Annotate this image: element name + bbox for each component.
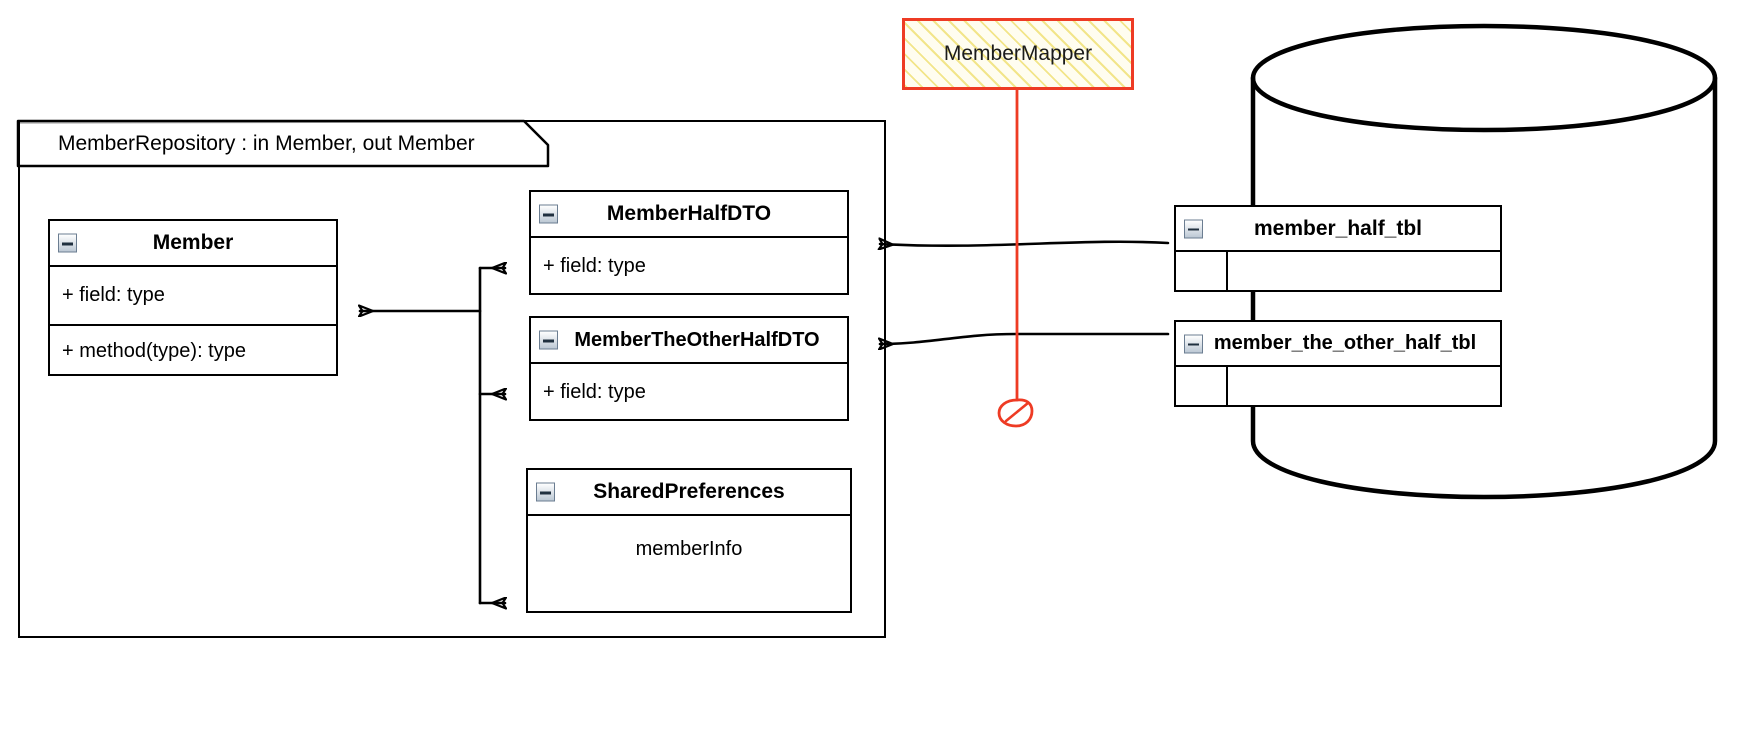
table-row xyxy=(1176,367,1500,406)
class-method-row: + method(type): type xyxy=(50,324,336,376)
class-title-row: MemberTheOtherHalfDTO xyxy=(531,318,847,364)
table-name: member_the_other_half_tbl xyxy=(1213,332,1477,354)
connector-member-the-other-half-tbl-to-dto xyxy=(880,332,1170,344)
collapse-minus-icon[interactable] xyxy=(539,330,558,350)
connector-mapper-red-link xyxy=(997,88,1034,428)
table-box-member-half-tbl[interactable]: member_half_tbl xyxy=(1174,205,1502,292)
note-member-mapper[interactable]: MemberMapper xyxy=(902,18,1134,90)
class-title-row: Member xyxy=(50,221,336,267)
class-box-member-the-other-half-dto[interactable]: MemberTheOtherHalfDTO + field: type xyxy=(529,316,849,421)
class-title-row: MemberHalfDTO xyxy=(531,192,847,238)
collapse-minus-icon[interactable] xyxy=(536,482,555,502)
table-cell xyxy=(1176,252,1228,291)
class-title-row: SharedPreferences xyxy=(528,470,850,516)
table-row xyxy=(1176,252,1500,291)
table-title-row: member_half_tbl xyxy=(1176,207,1500,252)
class-field-row: + field: type xyxy=(543,254,646,277)
collapse-minus-icon[interactable] xyxy=(58,233,77,253)
note-label: MemberMapper xyxy=(943,42,1093,65)
table-cell xyxy=(1176,367,1228,406)
class-field-row: memberInfo xyxy=(635,538,743,560)
class-box-member-half-dto[interactable]: MemberHalfDTO + field: type xyxy=(529,190,849,295)
table-cell xyxy=(1228,367,1500,406)
table-title-row: member_the_other_half_tbl xyxy=(1176,322,1500,367)
class-name: MemberHalfDTO xyxy=(606,202,772,225)
table-cell xyxy=(1228,252,1500,291)
class-field-row: + field: type xyxy=(543,380,646,403)
class-name: SharedPreferences xyxy=(593,480,785,503)
class-name: Member xyxy=(152,231,234,254)
class-box-member[interactable]: Member + field: type + method(type): typ… xyxy=(48,219,338,376)
table-box-member-the-other-half-tbl[interactable]: member_the_other_half_tbl xyxy=(1174,320,1502,407)
table-name: member_half_tbl xyxy=(1253,216,1423,240)
collapse-minus-icon[interactable] xyxy=(1184,219,1203,238)
class-name: MemberTheOtherHalfDTO xyxy=(574,328,820,351)
collapse-minus-icon[interactable] xyxy=(539,204,558,224)
class-box-shared-preferences[interactable]: SharedPreferences memberInfo xyxy=(526,468,852,613)
connector-member-half-tbl-to-dto xyxy=(880,242,1170,246)
package-label: MemberRepository : in Member, out Member xyxy=(58,132,475,155)
class-field-row: + field: type xyxy=(62,284,165,306)
collapse-minus-icon[interactable] xyxy=(1184,334,1203,353)
